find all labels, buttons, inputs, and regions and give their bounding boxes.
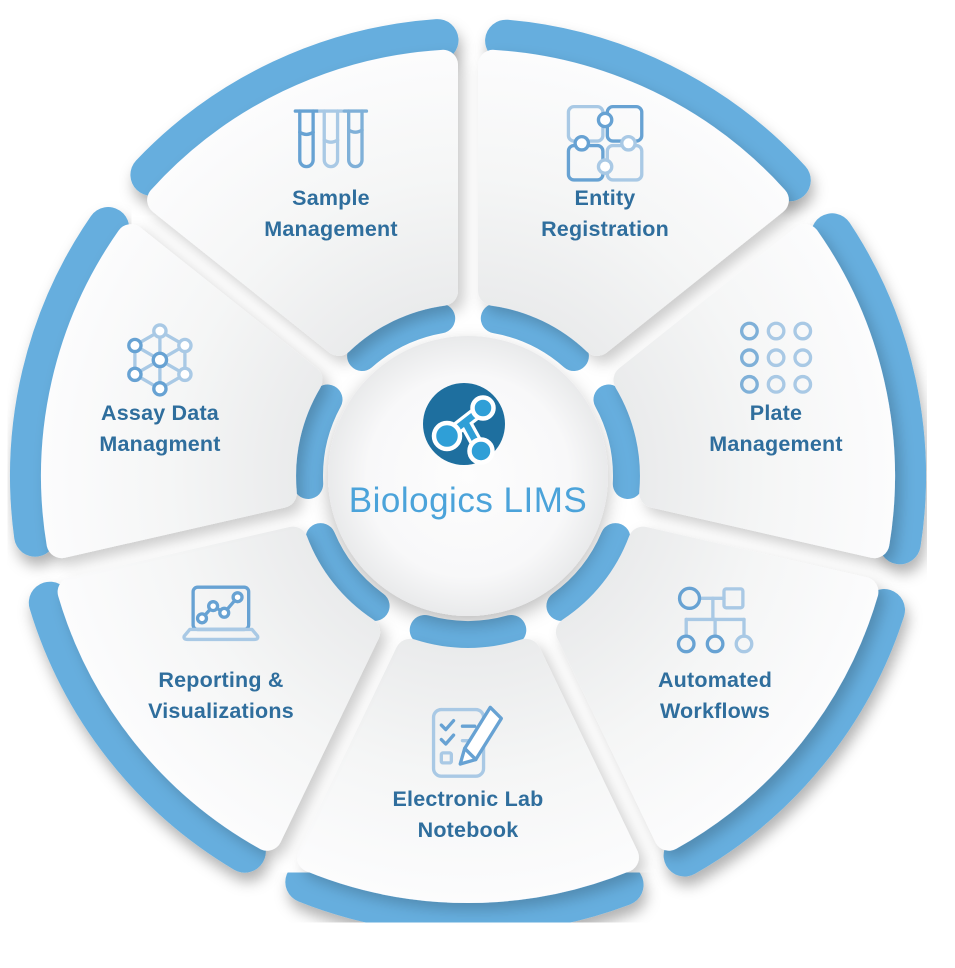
automated-workflows-inner-arc	[546, 523, 631, 621]
assay-data-management-inner-arc	[293, 384, 343, 499]
electronic-lab-notebook-wedge	[297, 638, 639, 903]
share-network-icon	[431, 395, 496, 465]
entity-registration-outer-arc	[485, 19, 811, 202]
sample-management-outer-arc	[130, 19, 459, 196]
plate-management-inner-arc	[593, 384, 643, 499]
reporting-visualizations-outer-arc	[28, 581, 266, 873]
plate-management-outer-arc	[811, 213, 927, 565]
biologics-lims-logo	[423, 383, 505, 465]
electronic-lab-notebook-inner-arc	[409, 615, 527, 651]
entity-registration-inner-arc	[480, 303, 589, 371]
reporting-visualizations-inner-arc	[305, 523, 390, 621]
assay-data-management-outer-arc	[10, 207, 130, 557]
sample-management-wedge	[147, 49, 458, 356]
reporting-visualizations-wedge	[57, 526, 381, 851]
center-hub	[328, 336, 608, 616]
automated-workflows-outer-arc	[663, 589, 905, 877]
sample-management-inner-arc	[347, 303, 456, 371]
assay-data-management-wedge	[40, 224, 323, 559]
electronic-lab-notebook-outer-arc	[285, 861, 644, 935]
automated-workflows-wedge	[555, 526, 879, 851]
entity-registration-wedge	[478, 49, 789, 356]
blue-arcs-layer	[10, 19, 927, 935]
center-circle	[328, 336, 608, 616]
